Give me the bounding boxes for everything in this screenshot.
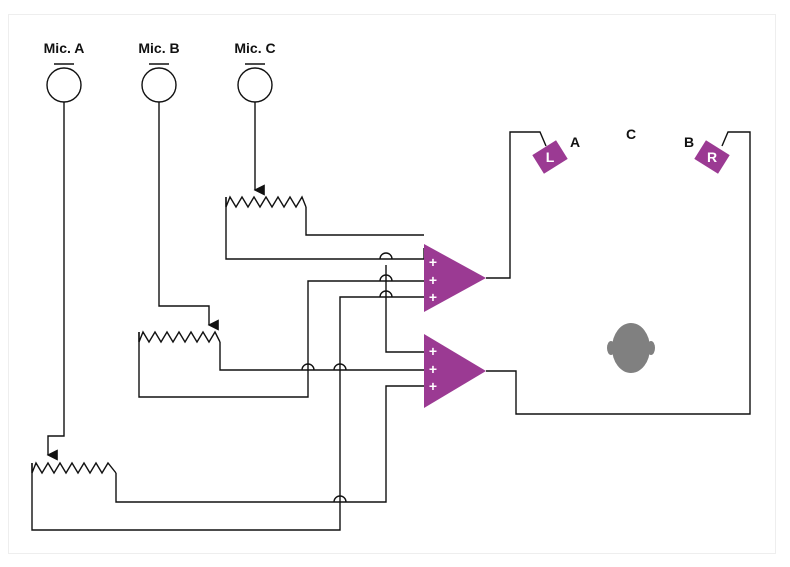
speaker-left-position: A <box>570 134 580 150</box>
routing-wires <box>385 265 424 353</box>
mic-c-icon <box>237 67 273 103</box>
amp-left-input-3: + <box>429 289 437 305</box>
potentiometer-c <box>225 102 425 260</box>
amplifier-right: + + + <box>424 334 486 408</box>
amp-right-input-2: + <box>429 361 437 377</box>
speaker-right-position: B <box>684 134 694 150</box>
diagram-frame <box>8 14 776 554</box>
listener-head-icon <box>607 323 655 373</box>
speaker-left: L A <box>532 134 580 174</box>
mic-a-label: Mic. A <box>44 40 85 56</box>
speaker-right-icon <box>694 140 730 174</box>
mic-a-icon <box>46 67 82 103</box>
amp-right-input-1: + <box>429 343 437 359</box>
mic-b-label: Mic. B <box>138 40 179 56</box>
speaker-right: R B <box>684 134 730 174</box>
mic-b: Mic. B <box>138 40 180 103</box>
amp-left-input-2: + <box>429 272 437 288</box>
speaker-left-icon <box>532 140 568 174</box>
mic-a: Mic. A <box>44 40 85 103</box>
speaker-left-letter: L <box>546 149 555 165</box>
amplifier-left: + + + <box>424 244 486 312</box>
speaker-right-letter: R <box>707 149 717 165</box>
amp-right-input-3: + <box>429 378 437 394</box>
wire-crossings <box>301 252 393 503</box>
potentiometer-b <box>138 102 424 398</box>
potentiometer-a <box>31 102 424 531</box>
amp-left-triangle <box>424 244 486 312</box>
mic-b-icon <box>141 67 177 103</box>
mic-c: Mic. C <box>234 40 276 103</box>
mic-c-label: Mic. C <box>234 40 275 56</box>
center-label: C <box>626 126 636 142</box>
amp-right-triangle <box>424 334 486 408</box>
amp-left-input-1: + <box>429 254 437 270</box>
